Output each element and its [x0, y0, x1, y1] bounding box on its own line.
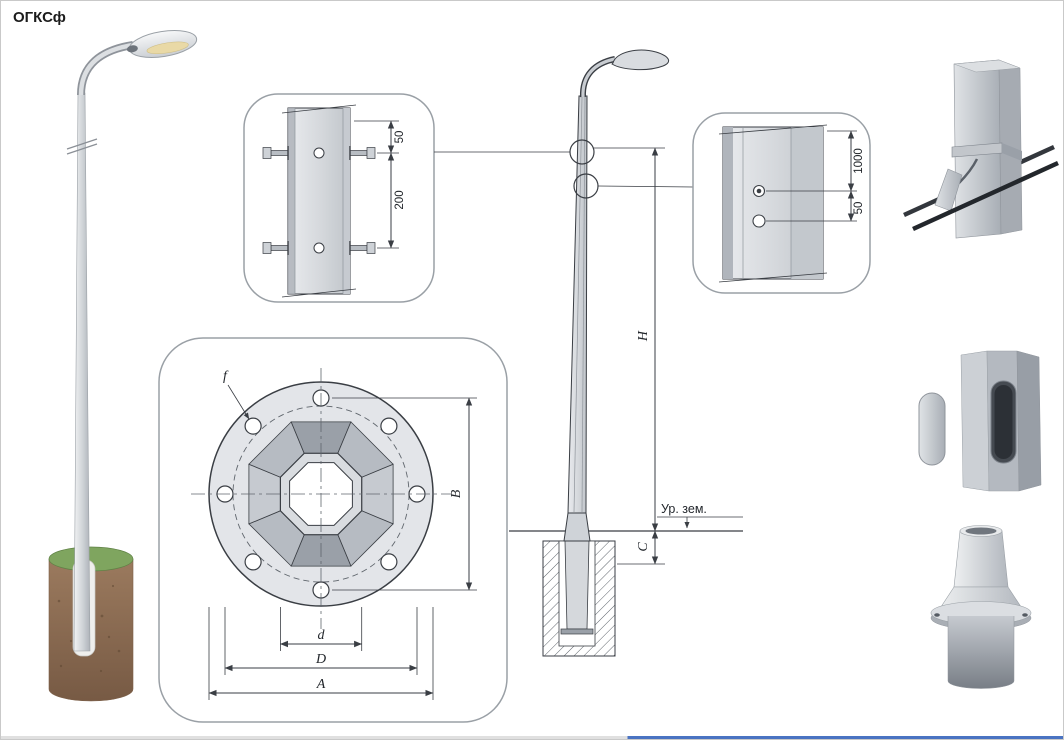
- dimension-50-arm: 50: [766, 190, 865, 222]
- lamp-socket: [126, 45, 138, 53]
- embedded-flange: [560, 628, 594, 635]
- dim-label-D: D: [315, 652, 326, 667]
- facet-strip-right: [343, 108, 350, 294]
- pole-elevation-view: H C Ур. зем.: [434, 49, 743, 657]
- base-skirt: [947, 616, 1015, 689]
- foundation-section: [542, 540, 616, 657]
- dimension-1000: 1000: [766, 130, 865, 192]
- hatch-cover-plate: [918, 392, 946, 466]
- clamp-link: [958, 158, 979, 184]
- dimension-C: C: [617, 530, 665, 565]
- bolt-hole: [244, 553, 262, 571]
- leader-to-arm-detail: [597, 185, 694, 188]
- lamp-lens: [146, 41, 189, 55]
- soil-speckles: [57, 584, 121, 673]
- pole-3d-render: [48, 30, 198, 702]
- bolt-fastener-left-top: [262, 146, 289, 160]
- dim-label-d: d: [318, 628, 326, 643]
- pole-shaft-elevation: [567, 95, 588, 514]
- access-door-render: [918, 350, 1042, 492]
- bolt-hole: [380, 417, 398, 435]
- dim-label-C: C: [636, 542, 651, 552]
- pole-base-flare: [563, 512, 591, 542]
- break-line-bottom: [281, 288, 357, 298]
- clamp-band-side: [1002, 143, 1022, 161]
- hatch-opening: [994, 385, 1013, 459]
- embedded-pole: [564, 540, 590, 630]
- facet-strip-left: [723, 127, 733, 279]
- dim-label-H: H: [636, 330, 651, 342]
- column-face-right: [1016, 350, 1042, 492]
- dimension-H: H: [593, 147, 665, 532]
- lamp-head-elevation: [611, 49, 670, 71]
- dim-label-50: 50: [394, 131, 406, 144]
- break-line-top: [281, 104, 357, 114]
- flange-base-render: [930, 525, 1032, 689]
- bolt-head: [756, 188, 762, 194]
- pole-column-top: [953, 59, 1021, 73]
- callout-arm-detail: 1000 50: [692, 112, 871, 294]
- lamp-arm-elevation: [581, 57, 616, 98]
- lamp-head-3d: [126, 30, 198, 58]
- bolt-hole: [380, 553, 398, 571]
- facet-strip-right: [791, 127, 823, 279]
- hole-label-f: f: [223, 369, 250, 420]
- pole-section: [287, 107, 351, 295]
- dimension-A: A: [208, 607, 434, 700]
- dim-label-1000: 1000: [853, 148, 865, 174]
- bolt-fastener-right-top: [349, 146, 376, 160]
- lamp-arm-3d: [78, 42, 134, 96]
- foundation-cylinder-3d: [48, 546, 134, 702]
- bolt-hole: [313, 242, 325, 254]
- dim-label-B: B: [449, 489, 464, 498]
- drawing-title: ОГКСф: [13, 9, 66, 26]
- break-line-top: [718, 124, 828, 135]
- facet-strip-left: [288, 108, 295, 294]
- dim-label-A: A: [316, 677, 326, 692]
- dimension-offset-50: 50: [354, 120, 406, 154]
- column-face-left: [960, 350, 990, 492]
- bolt-hole: [752, 214, 766, 228]
- ground-level-callout: Ур. зем.: [657, 502, 743, 529]
- dim-label-200: 200: [394, 190, 406, 209]
- facet-line: [573, 96, 583, 513]
- callout-flange-plan: f B d D: [158, 337, 508, 723]
- grounding-rod-front: [912, 160, 1059, 232]
- dimension-spacing-200: 200: [377, 152, 406, 249]
- grounding-clamp-render: [903, 59, 1059, 239]
- bolt-fastener-right-bottom: [349, 241, 376, 255]
- wedge-cone: [934, 168, 963, 212]
- pole-shaft-3d: [73, 92, 91, 652]
- dim-label-f: f: [223, 369, 229, 384]
- break-line-bottom: [718, 272, 828, 283]
- callout-bolt-detail: 50 200: [243, 93, 435, 303]
- tube-top-hole: [965, 527, 997, 535]
- base-tube: [953, 530, 1009, 588]
- dimension-d: d: [279, 607, 363, 651]
- pole-break-mark: [66, 138, 98, 155]
- leader-line-f: [227, 384, 250, 420]
- bolt-fastener-left-bottom: [262, 241, 289, 255]
- ground-level-label: Ур. зем.: [661, 502, 707, 516]
- dimension-B: B: [332, 397, 477, 591]
- bolt-hole: [244, 417, 262, 435]
- bolt-hole: [313, 147, 325, 159]
- dimension-D: D: [224, 607, 418, 675]
- dim-label-50-arm: 50: [853, 202, 865, 215]
- bottom-border-accent: [1, 736, 1063, 739]
- facet-line: [581, 96, 586, 513]
